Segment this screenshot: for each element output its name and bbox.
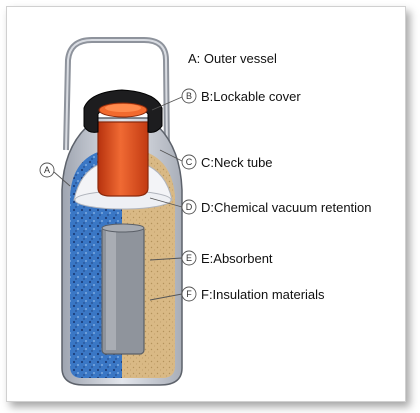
neck-tube [97,121,149,197]
callout-a: A [39,162,55,178]
callout-e-letter: E [186,253,192,263]
callout-b: B [181,88,197,104]
label-lockable-cover: B:Lockable cover [201,89,301,104]
callout-c-letter: C [186,157,193,167]
callout-a-letter: A [44,165,50,175]
callout-d-letter: D [186,202,193,212]
label-neck-tube: C:Neck tube [201,155,273,170]
callout-b-letter: B [186,91,192,101]
callout-e: E [181,250,197,266]
callout-f: F [181,286,197,302]
lockable-cover [83,89,163,133]
label-insulation: F:Insulation materials [201,287,325,302]
callout-d: D [181,199,197,215]
callout-f-letter: F [186,289,192,299]
callout-c: C [181,154,197,170]
leader-lines [53,96,183,301]
label-outer-vessel: A: Outer vessel [188,51,277,66]
label-vacuum-retention: D:Chemical vacuum retention [201,200,372,215]
label-absorbent: E:Absorbent [201,251,273,266]
